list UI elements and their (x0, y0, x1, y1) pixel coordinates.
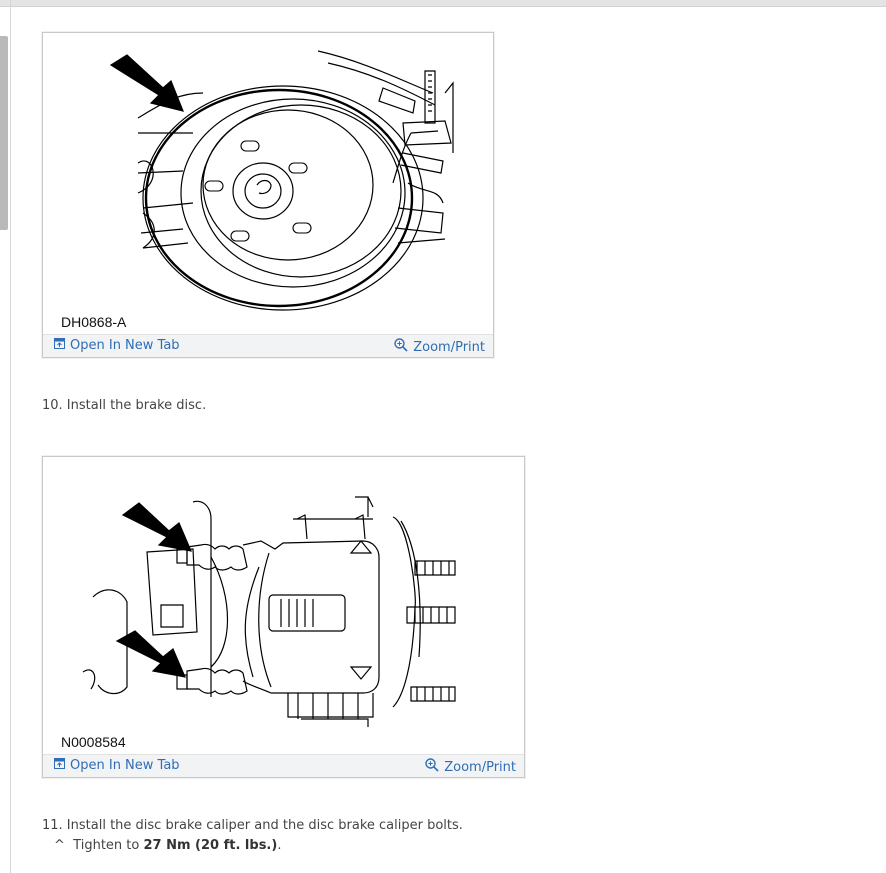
step-10-text: 10. Install the brake disc. (42, 398, 207, 413)
figure-brake-disc: DH0868-A Open In New Tab Zoom/Print (42, 32, 494, 358)
open-in-new-tab-label: Open In New Tab (70, 758, 180, 773)
arrow-pointer-icon (115, 502, 192, 678)
zoom-print-label: Zoom/Print (444, 759, 516, 775)
tighten-suffix: . (277, 838, 282, 853)
figure-toolbar: Open In New Tab Zoom/Print (43, 754, 524, 777)
figure-brake-caliper: N0008584 Open In New Tab Zoom/Print (42, 456, 525, 778)
figure-id-label: N0008584 (61, 734, 126, 750)
left-divider (10, 0, 11, 873)
open-new-tab-icon (54, 758, 65, 773)
step-11-text: 11. Install the disc brake caliper and t… (42, 818, 463, 833)
zoom-print-link[interactable]: Zoom/Print (425, 758, 516, 776)
torque-value: 27 Nm (20 ft. lbs.) (143, 838, 278, 853)
tighten-spec: ^ Tighten to 27 Nm (20 ft. lbs.). (54, 838, 281, 853)
open-in-new-tab-label: Open In New Tab (70, 338, 180, 353)
figure-toolbar: Open In New Tab Zoom/Print (43, 334, 493, 357)
brake-disc-illustration (43, 33, 493, 333)
brake-caliper-illustration (43, 457, 524, 747)
zoom-print-label: Zoom/Print (413, 339, 485, 355)
tighten-prefix: Tighten to (73, 838, 144, 853)
open-new-tab-icon (54, 338, 65, 353)
zoom-magnifier-icon (425, 758, 439, 776)
zoom-magnifier-icon (394, 338, 408, 356)
scrollbar-thumb[interactable] (0, 36, 8, 230)
open-in-new-tab-link[interactable]: Open In New Tab (54, 338, 180, 353)
open-in-new-tab-link[interactable]: Open In New Tab (54, 758, 180, 773)
caliper-bolt-lower (176, 667, 248, 695)
zoom-print-link[interactable]: Zoom/Print (394, 338, 485, 356)
arrow-pointer-icon (109, 54, 184, 112)
spec-bullet: ^ (54, 838, 65, 853)
figure-id-label: DH0868-A (61, 314, 127, 330)
top-toolbar-edge (0, 0, 886, 7)
